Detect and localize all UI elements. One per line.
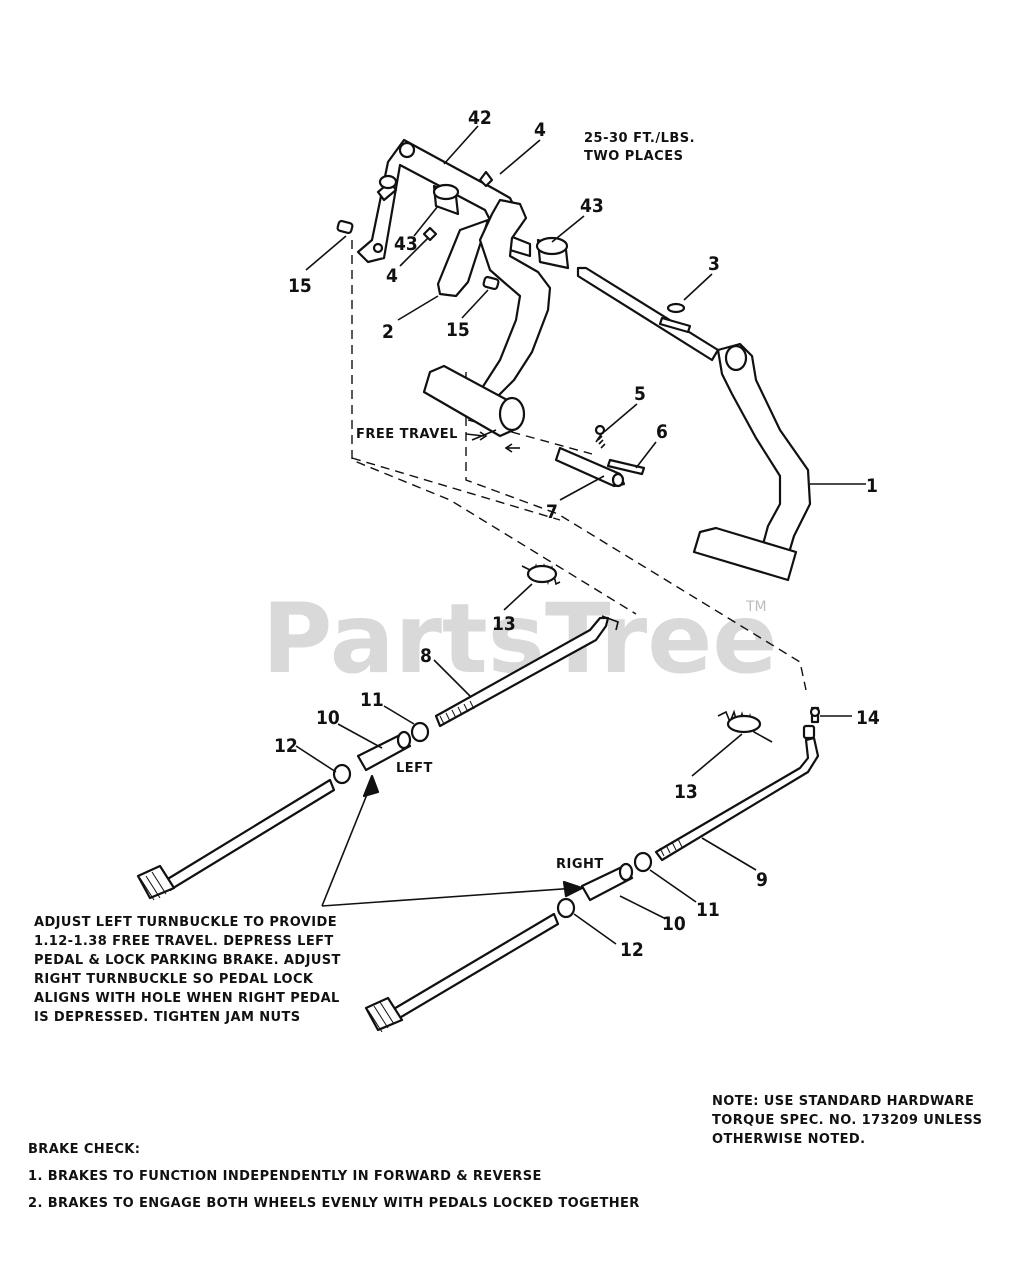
part-13-spring-lower: [717, 709, 773, 743]
callout-42: 42: [468, 107, 492, 129]
callout-11: 11: [360, 689, 384, 711]
brake-check-section: BRAKE CHECK: 1. BRAKES TO FUNCTION INDEP…: [28, 1136, 640, 1217]
part-4-bolts: [422, 170, 494, 242]
brake-rod-right-threaded: [364, 912, 560, 1033]
callout-numbers: 42 4 43 43 4 15 2 15 3 5 6 7 1 13 8 11 1…: [274, 107, 880, 961]
part-9-right-brake-rod: [654, 724, 820, 862]
brake-check-title: BRAKE CHECK:: [28, 1142, 141, 1157]
part-10-turnbuckles: [356, 730, 634, 902]
leader-lines: [295, 125, 866, 945]
part-1-right-brake-pedal: [576, 266, 812, 582]
part-8-left-brake-rod: [434, 615, 619, 728]
adjust-note-line: IS DEPRESSED. TIGHTEN JAM NUTS: [34, 1010, 301, 1025]
adjust-note-line: ADJUST LEFT TURNBUCKLE TO PROVIDE: [34, 915, 337, 930]
callout-6: 6: [656, 421, 668, 443]
free-travel-label: FREE TRAVEL: [356, 427, 458, 442]
callout-1: 1: [866, 475, 878, 497]
callout-9: 9: [756, 869, 768, 891]
left-label: LEFT: [396, 761, 433, 776]
brake-check-item: 2. BRAKES TO ENGAGE BOTH WHEELS EVENLY W…: [28, 1196, 640, 1211]
part-7-pedal-lock-pin: [554, 446, 626, 488]
callout-13: 13: [674, 781, 698, 803]
callout-8: 8: [420, 645, 432, 667]
adjust-note-line: PEDAL & LOCK PARKING BRAKE. ADJUST: [34, 953, 341, 968]
adjust-note-line: 1.12-1.38 FREE TRAVEL. DEPRESS LEFT: [34, 934, 334, 949]
torque-label-line-1: 25-30 FT./LBS.: [584, 131, 695, 146]
watermark-tm: TM: [745, 599, 767, 615]
adjust-note-line: ALIGNS WITH HOLE WHEN RIGHT PEDAL: [34, 991, 340, 1006]
hardware-note-line: OTHERWISE NOTED.: [712, 1132, 866, 1147]
adjustment-pointer-arrows: [321, 774, 584, 907]
callout-7: 7: [546, 501, 558, 523]
callout-43: 43: [394, 233, 418, 255]
part-43-spacers: [432, 183, 570, 270]
callout-13: 13: [492, 613, 516, 635]
right-label: RIGHT: [556, 857, 604, 872]
part-5-spring: [594, 424, 606, 449]
brake-check-item: 1. BRAKES TO FUNCTION INDEPENDENTLY IN F…: [28, 1169, 542, 1184]
free-travel-arrows: [465, 431, 520, 453]
callout-11: 11: [696, 899, 720, 921]
callout-4: 4: [534, 119, 546, 141]
callout-12: 12: [274, 735, 298, 757]
callout-15: 15: [446, 319, 470, 341]
callout-10: 10: [662, 913, 686, 935]
hardware-note-line: NOTE: USE STANDARD HARDWARE: [712, 1094, 975, 1109]
callout-10: 10: [316, 707, 340, 729]
hardware-note: NOTE: USE STANDARD HARDWARE TORQUE SPEC.…: [712, 1092, 982, 1149]
part-12-nuts: [332, 763, 576, 919]
callout-3: 3: [708, 253, 720, 275]
left-brake-pedal: [422, 198, 552, 441]
brake-rod-left-threaded: [136, 778, 336, 901]
callout-15: 15: [288, 275, 312, 297]
part-14-clip: [809, 706, 821, 724]
part-15-pins: [336, 219, 500, 291]
callout-12: 12: [620, 939, 644, 961]
part-13-spring-upper: [521, 562, 561, 586]
callout-4: 4: [386, 265, 398, 287]
adjustment-instructions: ADJUST LEFT TURNBUCKLE TO PROVIDE 1.12-1…: [34, 913, 341, 1027]
callout-2: 2: [382, 321, 394, 343]
callout-43: 43: [580, 195, 604, 217]
torque-label-line-2: TWO PLACES: [584, 149, 683, 164]
part-11-jam-nuts: [410, 721, 653, 873]
part-6-cotter-pin: [606, 458, 646, 476]
callout-14: 14: [856, 707, 880, 729]
hardware-note-line: TORQUE SPEC. NO. 173209 UNLESS: [712, 1113, 983, 1128]
adjust-note-line: RIGHT TURNBUCKLE SO PEDAL LOCK: [34, 972, 314, 987]
callout-5: 5: [634, 383, 646, 405]
